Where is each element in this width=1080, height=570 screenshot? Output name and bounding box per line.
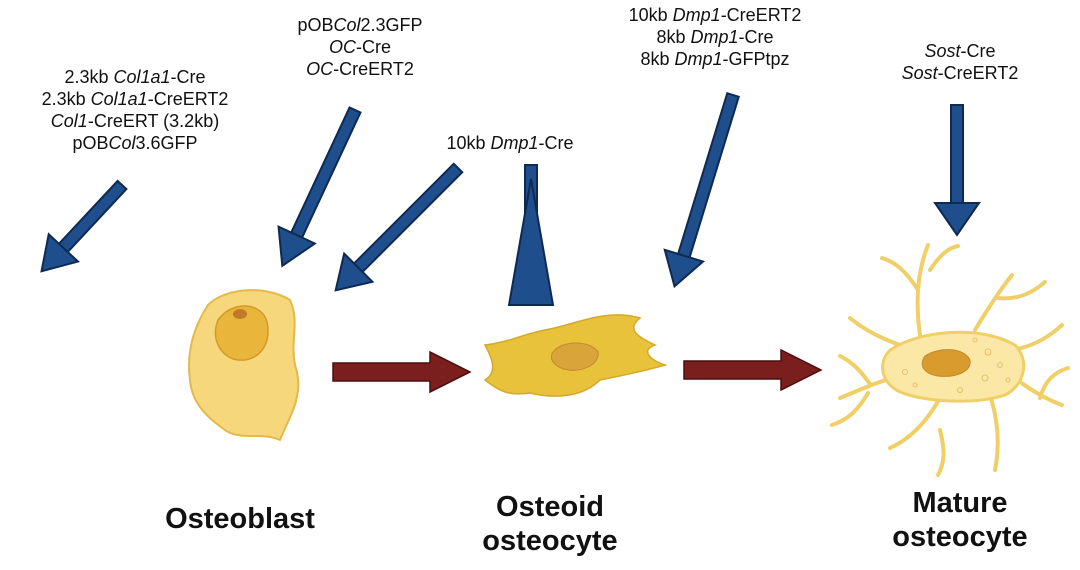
marker-segment: Col1a1 [90, 89, 148, 109]
marker-line-s2: Sost-CreERT2 [860, 62, 1060, 84]
marker-line-dm3: 8kb Dmp1-GFPtpz [590, 48, 840, 70]
marker-segment: Col [333, 15, 361, 35]
caption-mature-line1: Mature [912, 487, 1008, 519]
mature-nucleus [921, 349, 971, 377]
marker-segment: -CreERT (3.2kb) [87, 111, 220, 131]
marker-line-oc1: pOBCol2.3GFP [260, 14, 460, 36]
caption-osteoid-line2: osteocyte [482, 525, 618, 557]
arrow-col1a1-to-osteoblast [40, 179, 128, 273]
marker-segment: Dmp1 [690, 27, 739, 47]
marker-segment: -GFPtpz [722, 49, 790, 69]
progression-arrows [332, 348, 823, 394]
marker-segment: -Cre [538, 133, 574, 153]
osteoid-nucleus [551, 342, 599, 371]
arrow-dmp1-10kb-to-osteoblast [334, 162, 464, 292]
arrow-oc-to-osteoblast [277, 106, 362, 268]
marker-segment: -CreERT2 [333, 59, 414, 79]
marker-segment: 2.3kb [41, 89, 91, 109]
marker-segment: 8kb [656, 27, 691, 47]
marker-segment: -Cre [356, 37, 391, 57]
marker-segment: OC [306, 59, 334, 79]
marker-line-oc3: OC-CreERT2 [260, 58, 460, 80]
marker-segment: Sost [901, 63, 938, 83]
marker-segment: -CreERT2 [147, 89, 229, 109]
dmp1-10kb-label: 10kb Dmp1-Cre [410, 132, 610, 154]
caption-osteoid-line1: Osteoid [496, 491, 604, 523]
marker-segment: -Cre [738, 27, 774, 47]
marker-segment: Dmp1 [672, 5, 721, 25]
marker-segment: Col1a1 [113, 67, 171, 87]
osteoblast-cell [188, 289, 300, 442]
marker-line-dm1: 10kb Dmp1-CreERT2 [590, 4, 840, 26]
arrow-osteoblast-to-osteoid [332, 350, 472, 394]
marker-line-ob1: 2.3kb Col1a1-Cre [10, 66, 260, 88]
marker-segment: -CreERT2 [720, 5, 802, 25]
mature-osteocyte-cell [830, 243, 1070, 477]
marker-segment: Sost [924, 41, 961, 61]
marker-segment: Col [108, 133, 136, 153]
marker-segment: 2.3kb [64, 67, 114, 87]
marker-segment: Dmp1 [674, 49, 723, 69]
marker-line-ob3: Col1-CreERT (3.2kb) [10, 110, 260, 132]
arrow-dmp1-10kb-to-osteoid [507, 164, 555, 306]
marker-line-ob2: 2.3kb Col1a1-CreERT2 [10, 88, 260, 110]
marker-segment: 2.3GFP [360, 15, 423, 35]
osteoid-osteocyte-cell [483, 314, 668, 397]
arrow-dmp1-group-to-osteoid [663, 91, 740, 289]
mature-osteocyte-body [881, 330, 1026, 403]
marker-line-d10: 10kb Dmp1-Cre [410, 132, 610, 154]
marker-segment: pOB [72, 133, 109, 153]
caption-mature-osteocyte: Mature osteocyte [870, 486, 1050, 554]
marker-segment: 10kb [446, 133, 491, 153]
caption-osteoblast: Osteoblast [165, 503, 315, 535]
marker-segment: Col1 [50, 111, 88, 131]
arrow-sost-to-mature [933, 104, 981, 237]
marker-segment: 3.6GFP [135, 133, 198, 153]
marker-segment: -Cre [960, 41, 996, 61]
marker-segment: Dmp1 [490, 133, 539, 153]
marker-segment: -Cre [170, 67, 206, 87]
marker-segment: pOB [297, 15, 334, 35]
marker-line-s1: Sost-Cre [860, 40, 1060, 62]
caption-mature-line2: osteocyte [892, 521, 1028, 553]
marker-line-ob4: pOBCol3.6GFP [10, 132, 260, 154]
arrow-osteoid-to-mature [683, 348, 823, 392]
marker-segment: -CreERT2 [937, 63, 1019, 83]
osteoblast-nucleus [214, 305, 269, 361]
marker-line-dm2: 8kb Dmp1-Cre [590, 26, 840, 48]
blue-arrows [40, 91, 981, 306]
caption-osteoid-osteocyte: Osteoid osteocyte [470, 490, 630, 558]
marker-line-oc2: OC-Cre [260, 36, 460, 58]
marker-segment: OC [329, 37, 356, 57]
marker-segment: 10kb [628, 5, 673, 25]
marker-segment: 8kb [640, 49, 675, 69]
